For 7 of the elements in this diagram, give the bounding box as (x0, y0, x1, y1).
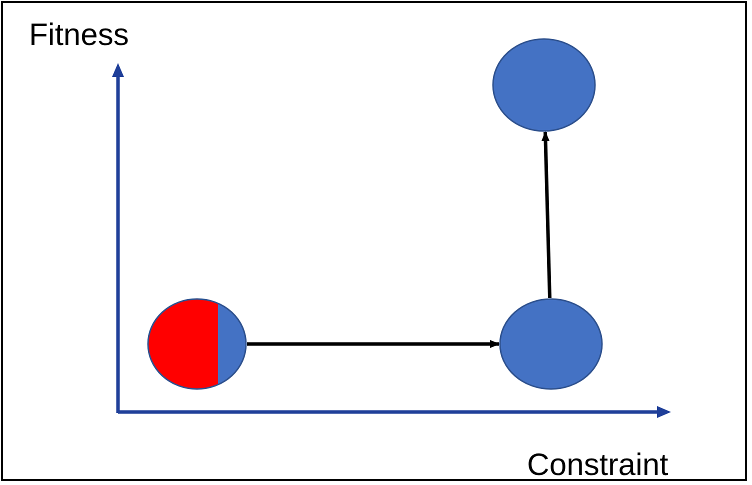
arrow (247, 340, 500, 348)
arrow (542, 130, 552, 298)
circle-node (499, 298, 603, 390)
half-filled-circle (147, 298, 247, 390)
axis-label: Fitness (29, 19, 129, 50)
circle-node (492, 38, 596, 132)
axis-label: Constraint (527, 449, 668, 479)
